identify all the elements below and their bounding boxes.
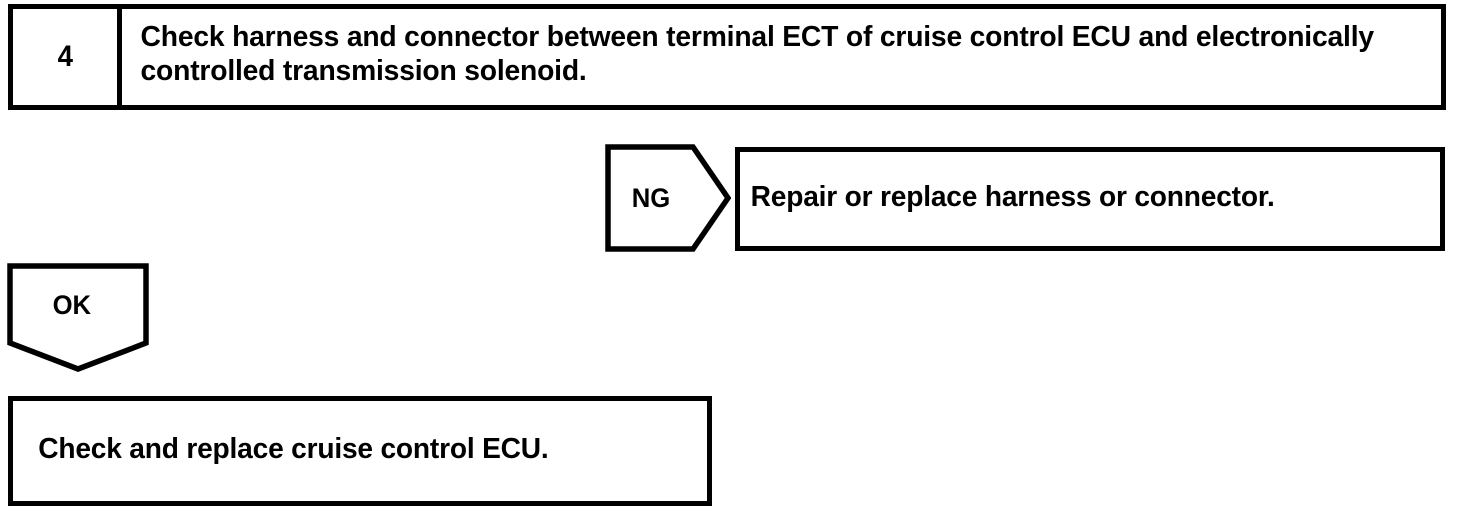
- step-instruction-cell: Check harness and connector between term…: [122, 9, 1441, 105]
- ng-connector-arrow: NG: [605, 144, 731, 252]
- pentagon-right-icon: [605, 144, 731, 252]
- ng-result-text: Repair or replace harness or connector.: [750, 181, 1275, 214]
- ok-branch-label: OK: [52, 289, 92, 320]
- ok-result-text: Check and replace cruise control ECU.: [38, 433, 549, 466]
- step-number: 4: [57, 40, 73, 73]
- step-instruction-text: Check harness and connector between term…: [140, 21, 1375, 87]
- step-number-cell: 4: [13, 9, 122, 105]
- step-box: 4 Check harness and connector between te…: [8, 4, 1446, 110]
- ng-branch-label: NG: [631, 182, 671, 213]
- ok-connector-arrow: OK: [7, 263, 149, 373]
- ok-result-box: Check and replace cruise control ECU.: [8, 396, 712, 506]
- pentagon-down-icon: [7, 263, 149, 372]
- ng-result-box: Repair or replace harness or connector.: [735, 147, 1445, 251]
